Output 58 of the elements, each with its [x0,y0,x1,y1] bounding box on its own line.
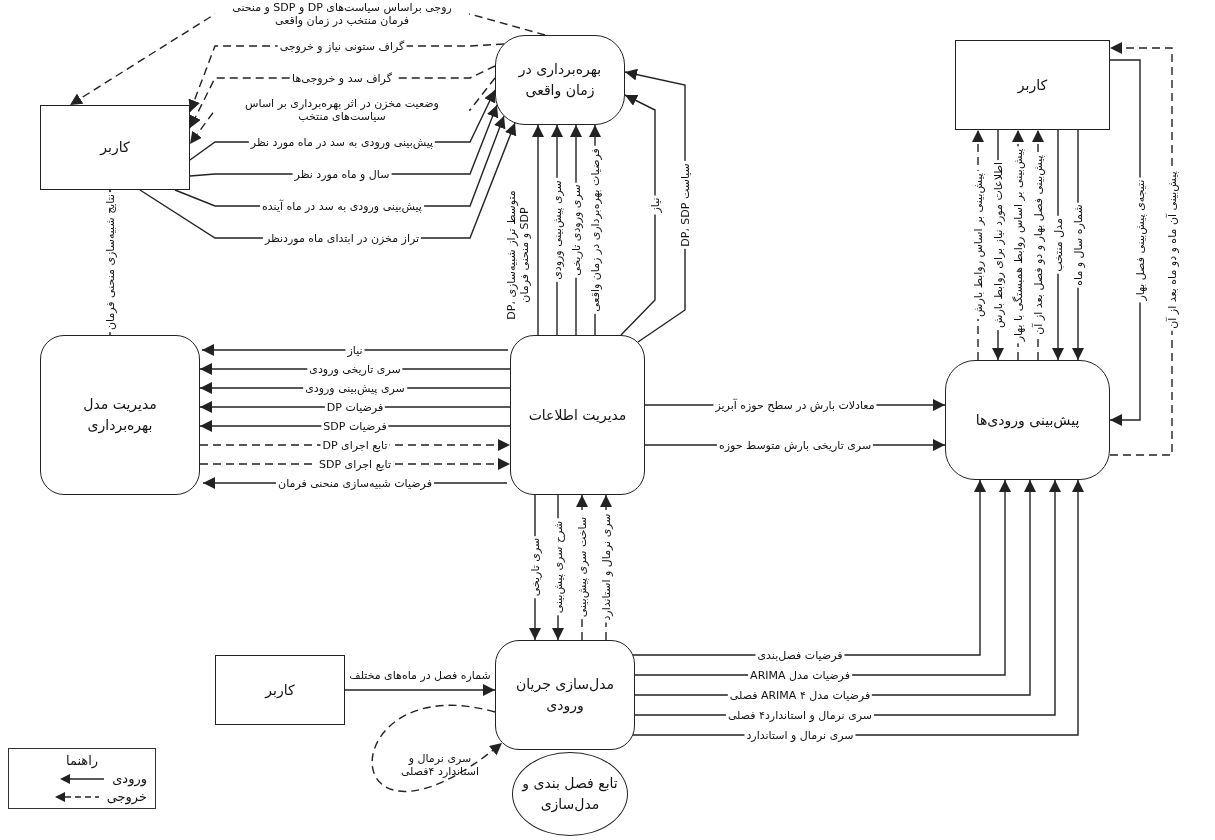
edge-label: نیاز [648,195,662,215]
edge-label: فرضیات مدل ARIMA [748,668,852,682]
edge-label: نیاز [345,343,365,357]
edge-label: پیش‌بینی ورودی به سد در ماه مورد نظر [248,135,436,149]
edge-label: روجی براساس سیاست‌های DP و SDP و منحنی فرمان منتخب در زمان واقعی [215,1,469,27]
edge-label: معادلات بارش در سطح حوزه آبریز [713,398,877,412]
edge-label: گراف سد و خروجی‌ها [290,71,394,85]
edge-label: نتایج شبیه‌سازی منحنی فرمان [103,191,117,333]
edge-label: سری نرمال و استاندارد۴ فصلی [725,708,875,722]
edge-label: تابع اجرای DP [320,438,390,452]
edge-label: پیش‌بینی ورودی به سد در ماه آینده [260,199,424,213]
edge-label: سال و ماه مورد نظر [292,167,392,181]
dashed-arrow [371,704,503,793]
edge-label: اطلاعات مورد نیاز برای روابط بارش [991,159,1005,331]
process-box: مدل‌سازی جریان ورودی [495,640,635,750]
edge-label: پیش‌بینی بر اساس روابط همبستگی با بهار [1011,146,1025,344]
legend-text: ورودی [112,771,147,786]
legend-title: راهنما [64,753,100,768]
arrow [344,684,496,696]
edge-label: سری نرمال و استاندارد ۴فصلی [399,752,481,778]
edge-label: تراز مخزن در ابتدای ماه موردنظر [262,231,422,245]
arrow [201,344,509,356]
edge-label: سری ورودی تاریخی [569,182,583,278]
edge-label: شماره فصل در ماه‌های مختلف [348,668,492,682]
process-box: مدیریت مدل بهره‌برداری [40,335,200,495]
process-circle: تابع فصل بندی و مدل‌سازی [512,752,628,836]
edge-label: سری تاریخی بارش متوسط حوزه [716,438,874,452]
arrow [620,94,656,336]
user-box: کاربر [955,40,1110,130]
edge-label: فرضیات DP [324,400,386,414]
edge-label: پیش‌بینی آن ماه و دو ماه بعد از آن [1165,169,1179,331]
edge-label: وضعیت مخزن در اثر بهره‌برداری بر اساس سیاست‌های منتخب [215,97,469,123]
edge-label: سری تاریخی [528,535,542,599]
edge-label: ساخت سری پیش‌بینی [575,514,589,620]
edge-label: فرضیات شبیه‌سازی منحنی فرمان [276,476,434,490]
user-box: کاربر [40,105,190,190]
edge-label: پیش‌بینی فصل بهار و دو فصل بعد از آن [1031,153,1045,337]
arrow [532,124,544,336]
edge-label: شماره سال و ماه [1071,202,1085,288]
user-box: کاربر [215,655,345,725]
edge-label: تابع اجرای SDP [317,457,393,471]
legend-text: خروجی [106,789,147,804]
edge-label: سیاست DP، SDP [678,161,692,249]
edge-label: مدل منتخب [1051,216,1065,274]
process-box: بهره‌برداری در زمان واقعی [495,35,625,125]
edge-label: فرضیات مدل ARIMA ۴ فصلی [727,688,873,702]
edge-label: سری نرمال و استاندارد [744,728,856,742]
edge-label: فرضیات بهره‌برداری در زمان واقعی [588,146,602,314]
edge-label: گراف ستونی نیاز و خروجی [277,39,407,53]
edge-label: فرضیات فصل‌بندی [755,648,845,662]
edge-label: سری نرمال و استاندارد [599,511,613,623]
edge-label: نتیجه‌ی پیش‌بینی فصل بهار [1133,177,1147,303]
edge-label: متوسط تراز شبیه‌سازی DP، SDP و منحنی فرمان [505,189,531,322]
edge-label: فرضیات SDP [321,419,389,433]
process-box: مدیریت اطلاعات [510,335,645,495]
edge-label: سری تاریخی ورودی [307,362,403,376]
process-box: پیش‌بینی ورودی‌ها [945,360,1110,480]
edge-label: پیش‌بینی بر اساس روابط بارش [971,171,985,319]
